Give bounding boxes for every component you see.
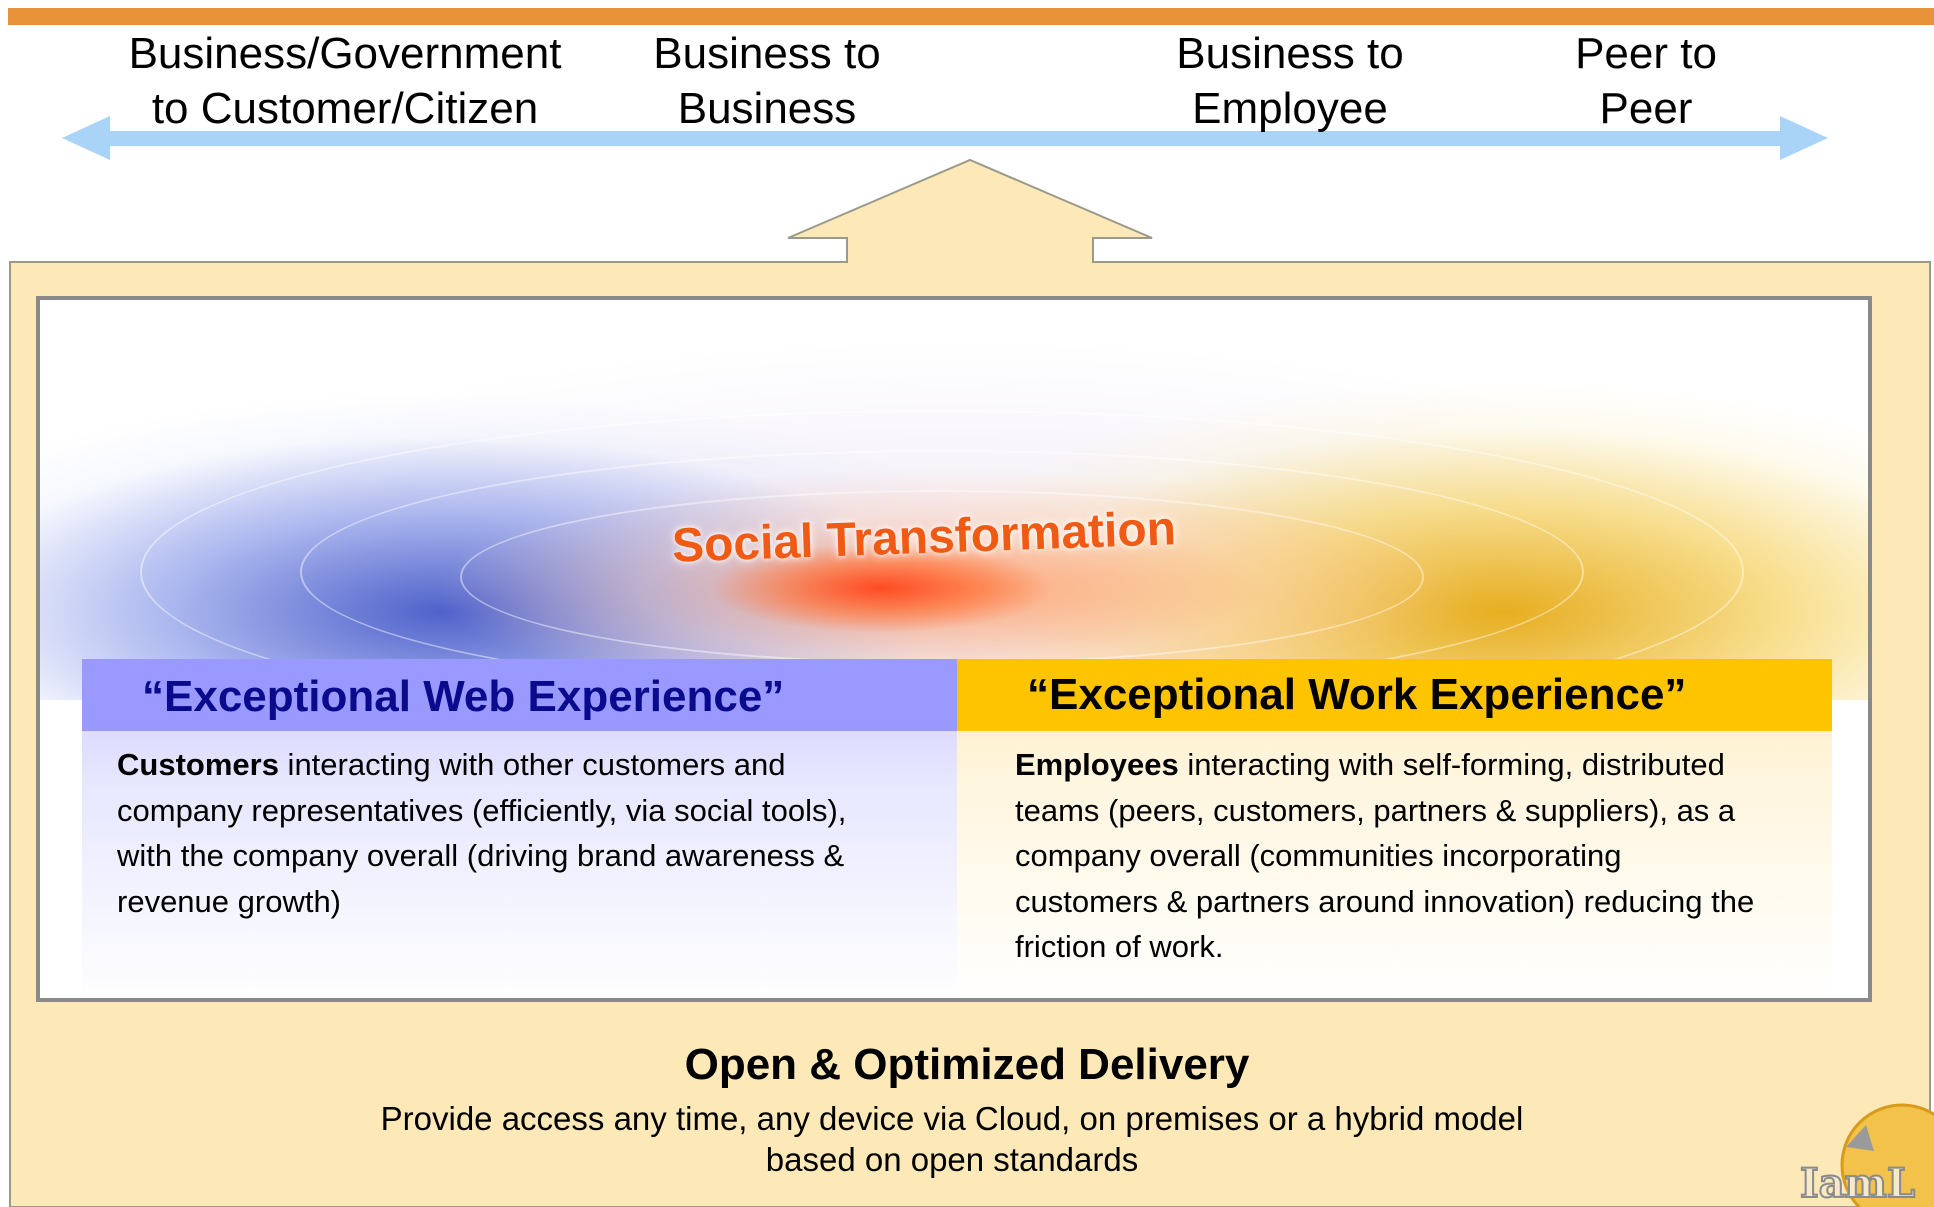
swirl-background	[40, 300, 1868, 734]
delivery-title: Open & Optimized Delivery	[684, 1040, 1250, 1089]
top-accent-bar	[8, 8, 1934, 25]
social-transformation-banner: Social Transformation “Exceptional Web E…	[36, 296, 1872, 1002]
delivery-description: Provide access any time, any device via …	[380, 1100, 1524, 1178]
web-experience-heading: “Exceptional Web Experience”	[82, 659, 957, 731]
web-experience-subject: Customers	[117, 747, 279, 782]
web-experience-text: Customers interacting with other custome…	[117, 747, 847, 919]
work-experience-subject: Employees	[1015, 747, 1179, 782]
work-experience-text: Employees interacting with self-forming,…	[1015, 747, 1755, 964]
iaml-logo: IamL	[1774, 1085, 1934, 1207]
work-experience-heading: “Exceptional Work Experience”	[957, 659, 1832, 731]
svg-text:IamL: IamL	[1800, 1160, 1915, 1207]
